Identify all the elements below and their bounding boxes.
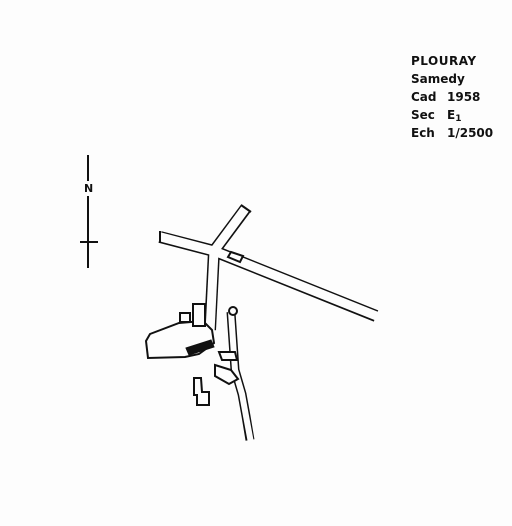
legend-sec-value: E <box>447 108 456 122</box>
legend-place: PLOURAY <box>411 54 477 68</box>
legend-ech-value: 1/2500 <box>447 126 494 140</box>
roads <box>155 202 381 444</box>
north-label: N <box>84 181 94 196</box>
building-north-road <box>226 250 245 264</box>
building-south-l <box>193 377 210 406</box>
building-small-2 <box>192 303 206 327</box>
building-small-1 <box>179 312 191 323</box>
legend-sec-subscript: 1 <box>455 114 462 124</box>
legend-locality: Samedy <box>411 72 465 86</box>
legend-cad-label: Cad <box>411 90 437 104</box>
highlighted-building <box>185 339 215 356</box>
legend-ech-label: Ech <box>411 126 435 140</box>
building-east-2 <box>214 363 240 386</box>
legend-cad-value: 1958 <box>447 90 481 104</box>
marker-circle <box>228 306 238 316</box>
legend-sec-label: Sec <box>411 108 435 122</box>
north-arrow <box>80 155 98 268</box>
building-east-1 <box>217 351 239 361</box>
legend-ech-row: Ech 1/2500 <box>411 124 493 142</box>
legend-cad-row: Cad 1958 <box>411 88 493 106</box>
